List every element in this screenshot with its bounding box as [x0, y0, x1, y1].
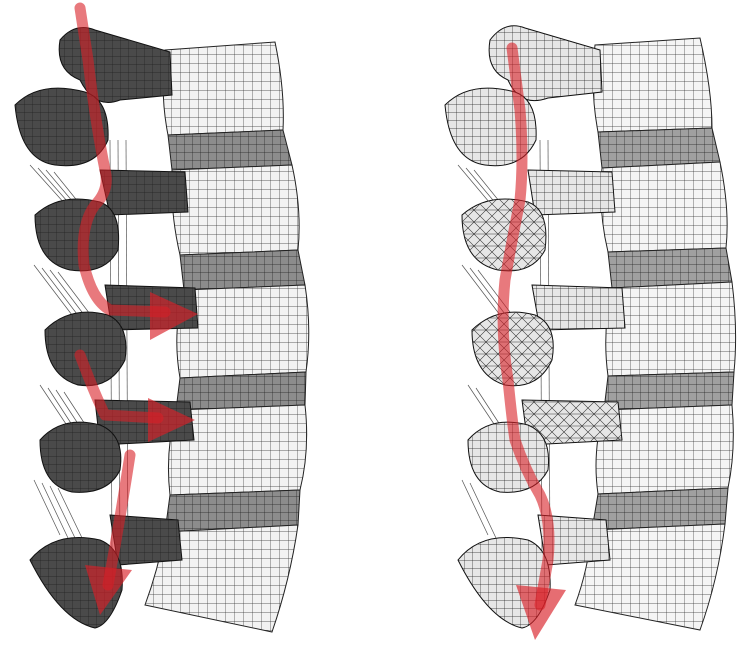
right-spine-model — [445, 26, 736, 640]
left-spine-model — [15, 8, 309, 632]
